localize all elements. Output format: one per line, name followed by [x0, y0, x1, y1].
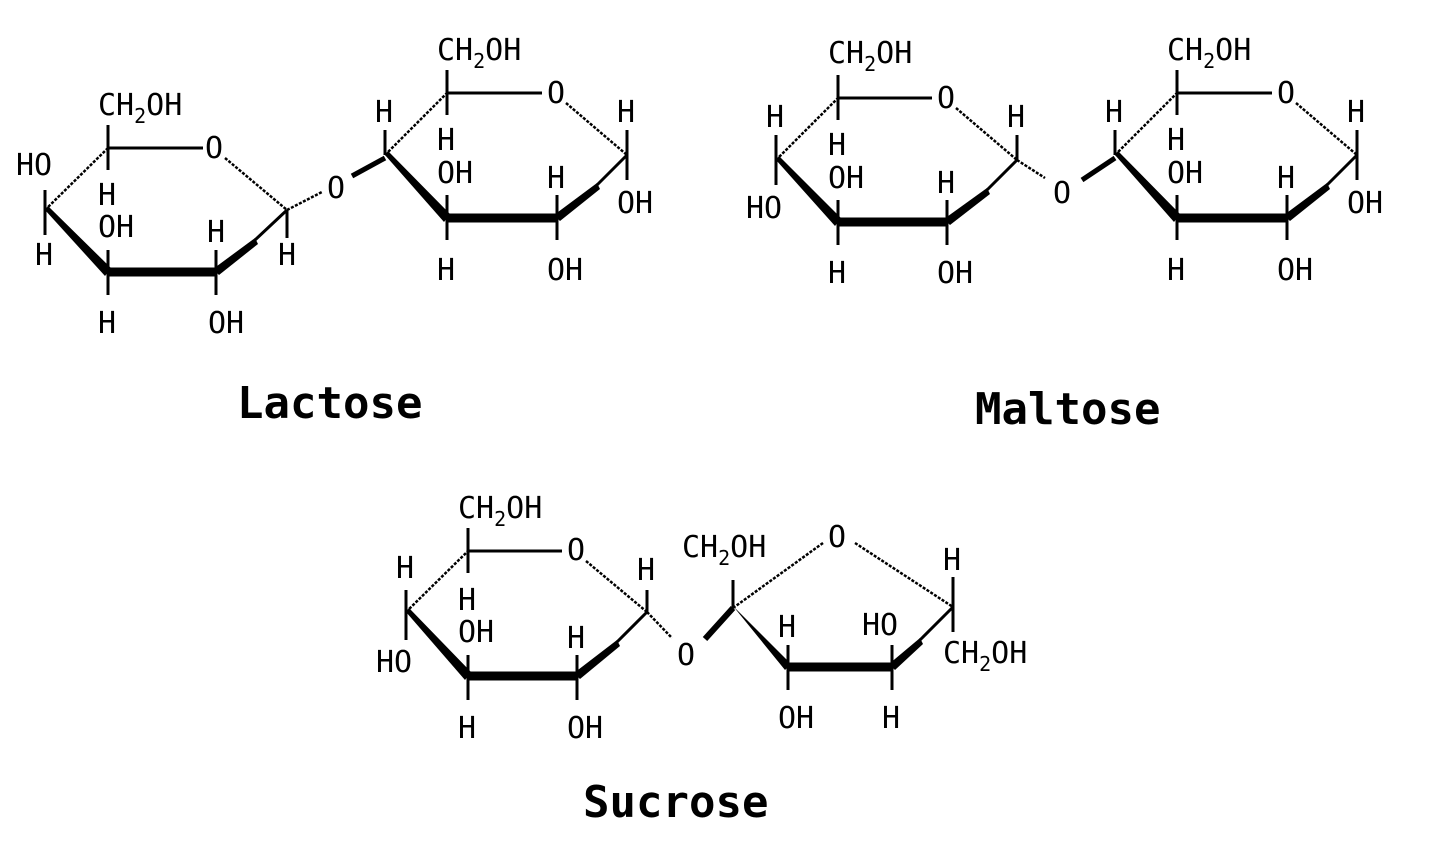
- glycosidic-oxygen: O: [677, 638, 695, 673]
- svg-text:H: H: [437, 253, 455, 288]
- maltose-structure: CH2OH O H HO H OH H H H OH O: [746, 33, 1383, 435]
- svg-text:CH2OH: CH2OH: [682, 530, 766, 570]
- svg-text:CH2OH: CH2OH: [828, 36, 912, 76]
- svg-text:CH2OH: CH2OH: [98, 88, 182, 128]
- svg-text:H: H: [458, 711, 476, 746]
- svg-text:H: H: [437, 123, 455, 158]
- svg-text:H: H: [766, 100, 784, 135]
- svg-text:CH2OH: CH2OH: [943, 636, 1027, 676]
- svg-text:H: H: [882, 701, 900, 736]
- svg-text:H: H: [1105, 95, 1123, 130]
- svg-text:H: H: [828, 256, 846, 291]
- svg-text:H: H: [396, 551, 414, 586]
- svg-text:O: O: [937, 81, 955, 116]
- svg-text:H: H: [98, 306, 116, 341]
- svg-text:CH2OH: CH2OH: [1167, 33, 1251, 73]
- lactose-ring-galactose: CH2OH O HO H H OH H H OH H: [16, 88, 323, 341]
- svg-text:H: H: [937, 166, 955, 201]
- svg-text:OH: OH: [937, 256, 973, 291]
- maltose-label: Maltose: [975, 384, 1160, 435]
- svg-text:H: H: [1347, 95, 1365, 130]
- svg-text:O: O: [567, 533, 585, 568]
- svg-text:H: H: [547, 161, 565, 196]
- ring-oxygen: O: [205, 131, 223, 166]
- svg-text:O: O: [1277, 76, 1295, 111]
- svg-text:OH: OH: [98, 210, 134, 245]
- svg-text:OH: OH: [617, 186, 653, 221]
- svg-text:OH: OH: [1277, 253, 1313, 288]
- lactose-structure: CH2OH O HO H H OH H H OH H O: [16, 33, 653, 429]
- svg-text:OH: OH: [778, 701, 814, 736]
- svg-text:OH: OH: [1167, 156, 1203, 191]
- sucrose-ring-glucose: CH2OH O H HO H OH H H H OH: [376, 491, 673, 746]
- svg-text:H: H: [458, 583, 476, 618]
- svg-text:H: H: [98, 178, 116, 213]
- svg-text:H: H: [637, 553, 655, 588]
- lactose-ring-glucose: CH2OH O H H OH H H OH H OH: [375, 33, 653, 288]
- glycosidic-oxygen: O: [327, 171, 345, 206]
- svg-text:H: H: [943, 543, 961, 578]
- svg-text:CH2OH: CH2OH: [458, 491, 542, 531]
- lactose-label: Lactose: [237, 378, 422, 429]
- svg-text:H: H: [1277, 161, 1295, 196]
- glycosidic-oxygen: O: [1053, 176, 1071, 211]
- svg-text:H: H: [207, 215, 225, 250]
- svg-text:H: H: [278, 238, 296, 273]
- svg-text:O: O: [547, 76, 565, 111]
- sucrose-ring-fructose: CH2OH O H HO H CH2OH OH H: [682, 520, 1027, 736]
- svg-text:OH: OH: [208, 306, 244, 341]
- svg-text:OH: OH: [828, 161, 864, 196]
- svg-text:H: H: [375, 95, 393, 130]
- svg-text:OH: OH: [547, 253, 583, 288]
- svg-text:H: H: [567, 621, 585, 656]
- svg-text:H: H: [1007, 100, 1025, 135]
- svg-text:H: H: [617, 95, 635, 130]
- svg-text:O: O: [828, 520, 846, 555]
- svg-text:CH2OH: CH2OH: [437, 33, 521, 73]
- maltose-ring-1: CH2OH O H HO H OH H H H OH: [746, 36, 1046, 291]
- sucrose-label: Sucrose: [583, 777, 768, 828]
- svg-text:OH: OH: [458, 615, 494, 650]
- svg-text:HO: HO: [862, 608, 898, 643]
- svg-text:H: H: [778, 610, 796, 645]
- svg-text:H: H: [828, 128, 846, 163]
- svg-text:H: H: [1167, 123, 1185, 158]
- svg-text:OH: OH: [567, 711, 603, 746]
- svg-text:OH: OH: [1347, 186, 1383, 221]
- svg-text:H: H: [1167, 253, 1185, 288]
- svg-text:HO: HO: [746, 191, 782, 226]
- svg-text:HO: HO: [16, 148, 52, 183]
- svg-text:OH: OH: [437, 156, 473, 191]
- sucrose-structure: CH2OH O H HO H OH H H H OH O CH2OH: [376, 491, 1027, 828]
- svg-text:H: H: [35, 238, 53, 273]
- svg-text:HO: HO: [376, 645, 412, 680]
- maltose-ring-2: CH2OH O H H OH H H OH H OH: [1105, 33, 1383, 288]
